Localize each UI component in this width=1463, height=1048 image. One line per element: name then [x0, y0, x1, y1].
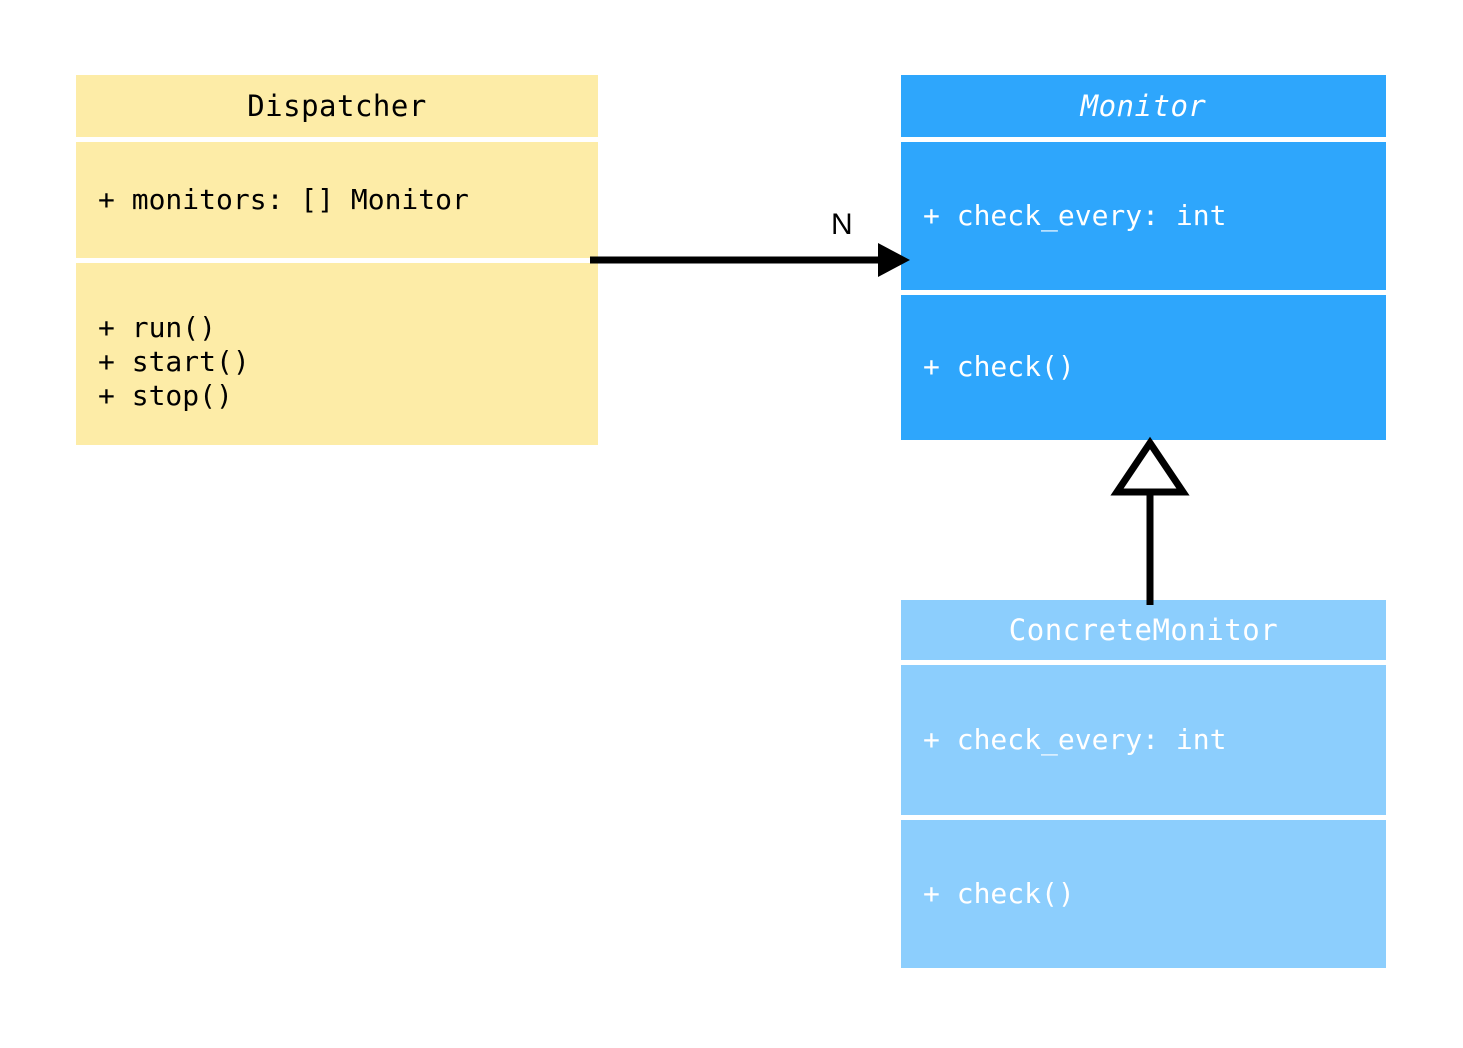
method-row: + stop() — [98, 379, 233, 413]
uml-class-dispatcher[interactable]: Dispatcher + monitors: [] Monitor + run(… — [76, 75, 598, 445]
attribute-row: + monitors: [] Monitor — [98, 182, 469, 216]
compartment-divider — [901, 660, 1386, 665]
attributes-compartment-concretemonitor: + check_every: int — [901, 665, 1386, 815]
compartment-divider — [901, 815, 1386, 820]
methods-compartment-monitor: + check() — [901, 295, 1386, 440]
class-title-dispatcher: Dispatcher — [76, 75, 598, 137]
hollow-triangle-arrowhead-icon — [1110, 436, 1190, 496]
uml-class-monitor[interactable]: Monitor + check_every: int + check() — [901, 75, 1386, 440]
class-title-concretemonitor: ConcreteMonitor — [901, 600, 1386, 660]
attribute-row: + check_every: int — [923, 722, 1227, 756]
compartment-divider — [901, 137, 1386, 142]
uml-class-concretemonitor[interactable]: ConcreteMonitor + check_every: int + che… — [901, 600, 1386, 968]
attributes-compartment-dispatcher: + monitors: [] Monitor — [76, 142, 598, 258]
attribute-row: + check_every: int — [923, 198, 1227, 232]
compartment-divider — [76, 258, 598, 263]
association-multiplicity-label: N — [831, 208, 853, 241]
methods-compartment-concretemonitor: + check() — [901, 820, 1386, 968]
method-row: + check() — [923, 350, 1075, 384]
methods-compartment-dispatcher: + run() + start() + stop() — [76, 263, 598, 445]
method-row: + start() — [98, 345, 250, 379]
association-dispatcher-to-monitor — [590, 243, 910, 277]
method-row: + check() — [923, 876, 1075, 910]
class-title-monitor: Monitor — [901, 75, 1386, 137]
generalization-concretemonitor-to-monitor — [1110, 436, 1190, 605]
method-row: + run() — [98, 311, 217, 344]
compartment-divider — [901, 290, 1386, 295]
compartment-divider — [76, 137, 598, 142]
attributes-compartment-monitor: + check_every: int — [901, 142, 1386, 290]
